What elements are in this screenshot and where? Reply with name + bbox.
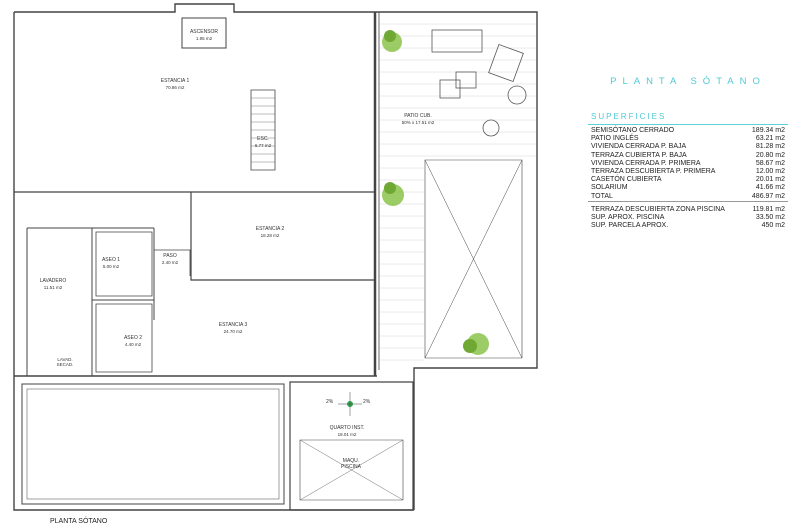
surface-value: 20.80 m2 (755, 151, 785, 159)
surface-row: SUP. PARCELA APROX. 450 m2 (588, 222, 788, 230)
round-chair (482, 119, 500, 137)
tree-icons (382, 30, 489, 355)
surface-value: 119.81 m2 (752, 205, 785, 213)
stair (250, 89, 276, 171)
surface-row: VIVIENDA CERRADA P. PRIMERA 58.67 m2 (588, 160, 788, 168)
surface-value: 20.01 m2 (755, 176, 785, 184)
surface-extra-rows: TERRAZA DESCUBIERTA ZONA PISCINA 119.81 m… (588, 206, 788, 231)
surface-value: 58.67 m2 (755, 159, 785, 167)
surface-label: VIVIENDA CERRADA P. BAJA (591, 143, 687, 151)
surface-label: TERRAZA CUBIERTA P. BAJA (591, 151, 687, 159)
round-table (507, 85, 527, 105)
room-patio-cub: PATIO CUB. 50% x 17.51 m2 (401, 113, 435, 125)
lounge-chair (488, 43, 524, 83)
surface-label: TERRAZA DESCUBIERTA P. PRIMERA (591, 168, 716, 176)
surface-value: 81.28 m2 (755, 143, 785, 151)
surface-value: 486.97 m2 (751, 192, 785, 200)
surface-value: 12.00 m2 (755, 168, 785, 176)
surface-row: TERRAZA DESCUBIERTA P. PRIMERA 12.00 m2 (588, 168, 788, 176)
surface-row: SOLARIUM 41.66 m2 (588, 184, 788, 192)
quarto-inst-wall (289, 381, 414, 511)
room-maqu-piscina: MAQU. PISCINA (340, 458, 361, 470)
side-table (439, 79, 461, 99)
surface-label: SEMISÓTANO CERRADO (591, 127, 675, 134)
surface-label: VIVIENDA CERRADA P. PRIMERA (591, 159, 701, 167)
surface-legend: PLANTA SÓTANO SUPERFICIES SEMISÓTANO CER… (588, 76, 788, 230)
surface-row: PATIO INGLÉS 63.21 m2 (588, 135, 788, 143)
surface-value: 41.66 m2 (755, 184, 785, 192)
legend-title: PLANTA SÓTANO (610, 76, 766, 87)
surface-label: TERRAZA DESCUBIERTA ZONA PISCINA (591, 205, 725, 213)
outer-wall (14, 3, 377, 13)
plan-caption: PLANTA SÓTANO (50, 518, 108, 525)
surface-value: 450 m2 (761, 222, 785, 230)
surface-label: TOTAL (591, 192, 613, 200)
surface-row: TERRAZA DESCUBIERTA ZONA PISCINA 119.81 m… (588, 206, 788, 214)
surface-label: CASETÓN CUBIERTA (591, 176, 662, 184)
surface-row: TERRAZA CUBIERTA P. BAJA 20.80 m2 (588, 152, 788, 160)
surface-value: 33.50 m2 (755, 214, 785, 222)
room-estancia-3: ESTANCIA 3 24.70 m2 (218, 322, 248, 334)
room-lavadero: LAVADERO 11.51 m2 (39, 278, 67, 290)
surface-row: SEMISÓTANO CERRADO 189.34 m2 (588, 127, 788, 135)
ascensor-box (181, 17, 227, 49)
right-plot-wall (377, 11, 538, 510)
surface-row: CASETÓN CUBIERTA 20.01 m2 (588, 176, 788, 184)
surface-row: SUP. APROX. PISCINA 33.50 m2 (588, 214, 788, 222)
room-quarto-inst: QUARTO INST. 18.01 m2 (329, 425, 365, 437)
superficies-title: SUPERFICIES (591, 112, 667, 121)
surface-row: TOTAL 486.97 m2 (588, 193, 788, 202)
surface-label: SUP. PARCELA APROX. (591, 222, 669, 230)
legend-divider (588, 124, 788, 125)
surface-value: 189.34 m2 (751, 127, 785, 134)
surface-label: SOLARIUM (591, 184, 628, 192)
room-esc: ESC. 6.77 m2 (254, 136, 272, 148)
surface-label: PATIO INGLÉS (591, 135, 639, 143)
surface-row: VIVIENDA CERRADA P. BAJA 81.28 m2 (588, 143, 788, 151)
room-aseo-1: ASEO 1 5.00 m2 (101, 257, 121, 269)
surface-value: 63.21 m2 (755, 135, 785, 143)
room-aseo-2: ASEO 2 4.40 m2 (123, 335, 143, 347)
surface-rows: SEMISÓTANO CERRADO 189.34 m2 PATIO INGLÉS 6… (588, 127, 788, 202)
surface-label: SUP. APROX. PISCINA (591, 214, 665, 222)
room-ascensor: ASCENSOR 1.95 m2 (189, 29, 219, 41)
room-estancia-2: ESTANCIA 2 18.28 m2 (255, 226, 285, 238)
pool-area-boundary (13, 376, 414, 511)
slope-left: 2% (326, 399, 334, 405)
room-estancia-1: ESTANCIA 1 70.86 m2 (160, 78, 190, 90)
pool (21, 383, 285, 505)
slope-right: 2% (363, 399, 371, 405)
sofa (431, 29, 483, 53)
room-paso: PASO 2.40 m2 (161, 253, 179, 265)
room-lavad-secad: LAVAD. SECAD. (56, 357, 74, 368)
